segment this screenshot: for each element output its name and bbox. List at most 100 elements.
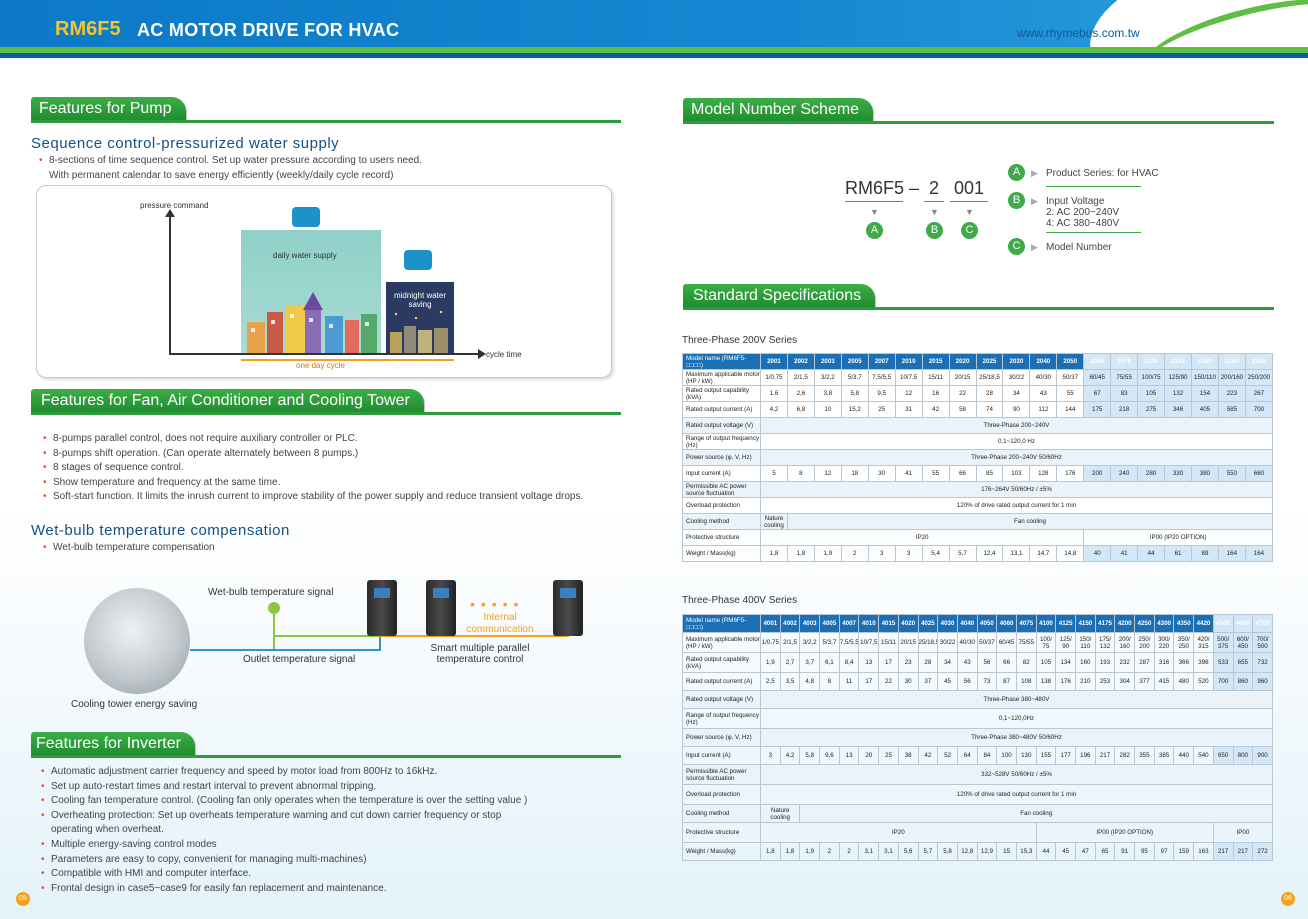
- table-cell: 2040: [1029, 353, 1058, 370]
- table-cell: 4125: [1055, 614, 1076, 633]
- table-cell: 56: [976, 652, 998, 673]
- play-icon: ▶: [1031, 242, 1038, 252]
- table-cell: 100: [996, 746, 1017, 765]
- table-cell: 223: [1217, 385, 1246, 402]
- table-cell: 2003: [813, 353, 842, 370]
- table-cell: 15/11: [878, 632, 899, 653]
- table-cell: 380: [1191, 465, 1219, 482]
- table-cell: IP00 (IP20 OPTION): [1083, 529, 1273, 546]
- header-model: RM6F5: [55, 18, 121, 40]
- table-cell: 30/22: [1002, 369, 1031, 386]
- table-cell: 25/18,5: [975, 369, 1004, 386]
- x-axis-label: cycle time: [486, 350, 522, 359]
- list-item: Cooling fan temperature control. (Coolin…: [41, 794, 527, 809]
- table-cell: 176~264V 50/60Hz / ±5%: [760, 481, 1273, 498]
- table-cell: 56: [956, 672, 978, 691]
- table-cell: 164: [1244, 545, 1274, 562]
- section-rule: [31, 755, 621, 758]
- legend-marker-b: B: [1008, 192, 1025, 209]
- cooling-label: Cooling tower energy saving: [71, 699, 198, 710]
- table-cell: 2,6: [786, 385, 815, 402]
- table-cell: 34: [937, 652, 958, 673]
- code-voltage: 2: [929, 178, 940, 198]
- dots-decoration: •••••: [470, 596, 525, 612]
- table-cell: IP00 (IP20 OPTION): [1035, 822, 1214, 843]
- table-cell: 533: [1212, 652, 1234, 673]
- table-cell: 405: [1191, 401, 1219, 418]
- y-axis-label: pressure command: [140, 201, 209, 210]
- table-cell: 164: [1217, 545, 1246, 562]
- row-label: Rated output current (A): [682, 401, 761, 418]
- table-cell: 5,8: [840, 385, 869, 402]
- pump-bullets: 8-sections of time sequence control. Set…: [39, 154, 422, 183]
- table-cell: 40/30: [1029, 369, 1058, 386]
- table-cell: 3,5: [779, 672, 801, 691]
- table-cell: 61: [1164, 545, 1192, 562]
- list-item: 8-pumps shift operation. (Can operate al…: [43, 447, 583, 462]
- table-cell: 4250: [1134, 614, 1155, 633]
- table-cell: 163: [1193, 842, 1214, 861]
- row-label: Input current (A): [682, 746, 761, 765]
- table-cell: 700: [1212, 672, 1234, 691]
- header-green-stripe: [0, 47, 1308, 53]
- table-row: Maximum applicable motor (HP / kW)1/0,75…: [682, 632, 1273, 653]
- table-cell: 30/22: [937, 632, 958, 653]
- table-row: Range of output frequency (Hz)0,1~120,0 …: [682, 433, 1273, 450]
- table-cell: 200/ 160: [1114, 632, 1136, 653]
- list-item: Wet-bulb temperature compensation: [43, 541, 215, 556]
- table-cell: 14,7: [1029, 545, 1058, 562]
- table-cell: 58: [948, 401, 977, 418]
- desc-divider: [1046, 232, 1141, 233]
- table-cell: 2,5: [760, 672, 781, 691]
- table-cell: 346: [1164, 401, 1192, 418]
- table-cell: 4500: [1212, 614, 1234, 633]
- marker-b: B: [926, 222, 943, 239]
- table-row: Range of output frequency (Hz)0,1~120,0H…: [682, 708, 1273, 729]
- table-cell: 440: [1173, 746, 1195, 765]
- row-label: Rated output voltage (V): [682, 690, 761, 709]
- table-cell: 160: [1075, 652, 1096, 673]
- table-cell: 5/3,7: [819, 632, 840, 653]
- page-number-right: 06: [1281, 892, 1295, 906]
- row-label: Model name (RM6F5-□□□□): [682, 353, 761, 370]
- header-url[interactable]: www.rhymebus.com.tw: [1017, 26, 1140, 40]
- table-cell: 316: [1153, 652, 1175, 673]
- table-cell: 112: [1029, 401, 1058, 418]
- table-cell: 175: [1083, 401, 1112, 418]
- table-cell: 4600: [1232, 614, 1254, 633]
- outlet-label: Outlet temperature signal: [243, 654, 356, 665]
- table-cell: 377: [1134, 672, 1155, 691]
- table-cell: 43: [956, 652, 978, 673]
- table-cell: 250/200: [1244, 369, 1274, 386]
- table-cell: 2010: [894, 353, 923, 370]
- table-cell: 2/1,5: [786, 369, 815, 386]
- table-cell: 5,6: [897, 842, 919, 861]
- marker-c: C: [961, 222, 978, 239]
- table-cell: 15,3: [1015, 842, 1037, 861]
- table-cell: 1,9: [813, 545, 842, 562]
- table-cell: 1,8: [779, 842, 801, 861]
- table-cell: 2075: [1110, 353, 1139, 370]
- desc-c: Model Number: [1046, 242, 1112, 253]
- table-cell: 4005: [819, 614, 840, 633]
- internal-label: Internal communication: [466, 612, 534, 635]
- drive-unit-image: [367, 580, 397, 636]
- table-cell: 3/2,2: [813, 369, 842, 386]
- table-cell: 20: [858, 746, 880, 765]
- table-cell: 3: [760, 746, 781, 765]
- table-cell: 23: [897, 652, 919, 673]
- table-cell: 860: [1232, 672, 1254, 691]
- table-cell: 480: [1173, 672, 1195, 691]
- table-cell: 10: [813, 401, 842, 418]
- table-cell: 4020: [897, 614, 919, 633]
- table-cell: 4050: [976, 614, 998, 633]
- table-cell: 120% of drive rated output current for 1…: [760, 784, 1273, 805]
- list-item: Compatible with HMI and computer interfa…: [41, 867, 527, 882]
- table-cell: 2030: [1002, 353, 1031, 370]
- table-cell: 2007: [867, 353, 896, 370]
- row-label: Range of output frequency (Hz): [682, 433, 761, 450]
